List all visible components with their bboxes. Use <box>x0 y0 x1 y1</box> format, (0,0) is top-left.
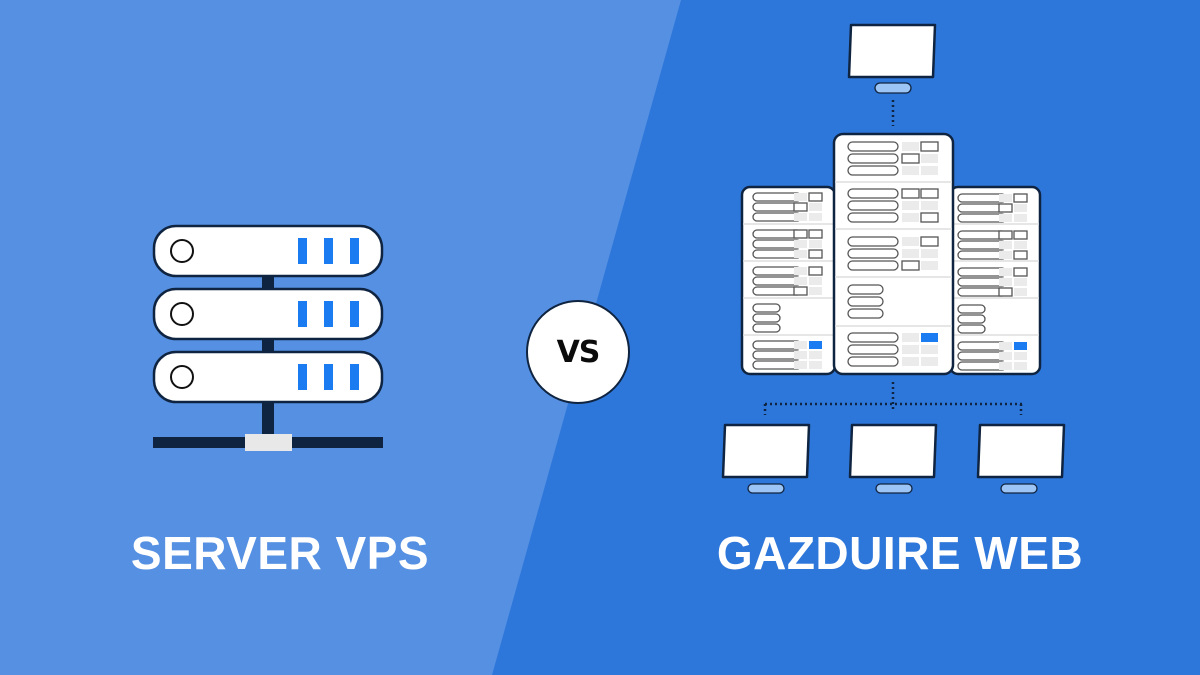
server-vps-title: SERVER VPS <box>130 527 430 579</box>
client-monitor-bottom-1 <box>721 423 811 494</box>
vs-badge: VS <box>526 300 630 404</box>
server-rack-center <box>832 132 955 376</box>
client-monitor-bottom-3 <box>976 423 1066 494</box>
web-hosting-title: GAZDUIRE WEB <box>716 527 1084 579</box>
vs-label: VS <box>556 334 601 370</box>
server-unit-1 <box>152 224 384 278</box>
server-unit-2 <box>152 287 384 341</box>
server-rack-left <box>740 185 837 376</box>
server-rack-right <box>948 185 1042 376</box>
client-monitor-bottom-2 <box>848 423 938 494</box>
server-unit-3 <box>152 350 384 404</box>
client-monitor-top <box>847 23 937 94</box>
